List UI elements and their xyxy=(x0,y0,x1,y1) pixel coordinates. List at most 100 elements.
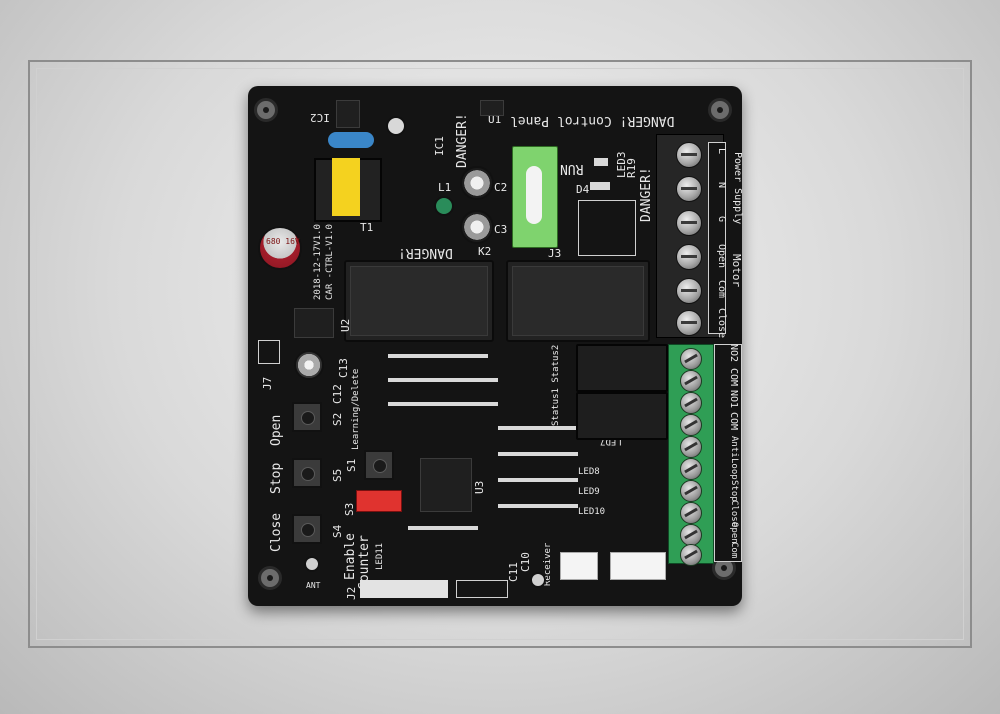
led-run xyxy=(594,158,608,166)
io-label-no1: NO1 xyxy=(728,390,739,409)
terminal-label-plate xyxy=(708,142,726,334)
inductor-l1 xyxy=(434,196,454,216)
chip-u1 xyxy=(480,100,504,116)
led8-label: LED8 xyxy=(578,467,600,477)
diode-d4 xyxy=(590,182,610,190)
transformer-t1 xyxy=(332,158,360,216)
small-capacitor xyxy=(386,116,406,136)
open-button[interactable] xyxy=(292,402,322,432)
dip-switch[interactable] xyxy=(356,490,402,512)
io-screw-1[interactable] xyxy=(680,348,702,370)
io-screw-8[interactable] xyxy=(680,502,702,524)
led9-label: LED9 xyxy=(578,487,600,497)
cap-value: 680 16V xyxy=(266,237,300,246)
relay-big-right xyxy=(506,260,650,342)
io-screw-6[interactable] xyxy=(680,458,702,480)
io-label-plate xyxy=(714,344,742,562)
mounting-hole-bottom-left xyxy=(258,566,282,590)
j3-label: J3 xyxy=(548,247,562,260)
terminal-screw-n[interactable] xyxy=(676,176,702,202)
status-label: Status1 Status2 xyxy=(551,344,561,426)
close-label: Close xyxy=(269,512,284,552)
capacitor-680uf xyxy=(258,226,302,270)
version-line-2: CAR -CTRL-V1.0 xyxy=(325,224,335,300)
smd-row-4 xyxy=(498,426,578,430)
relay-small-bottom xyxy=(576,392,668,440)
t1-label: T1 xyxy=(360,221,374,234)
close-button[interactable] xyxy=(292,514,322,544)
s3-label: S3 xyxy=(343,502,356,516)
j7-label: J7 xyxy=(261,376,274,390)
connector-j7 xyxy=(258,340,280,364)
enable-label: Enable xyxy=(343,533,358,580)
u1-label: U1 xyxy=(488,113,502,126)
mounting-hole-top-left xyxy=(254,98,278,122)
terminal-screw-close[interactable] xyxy=(676,310,702,336)
j2-pad-strip xyxy=(360,580,448,598)
io-screw-5[interactable] xyxy=(680,436,702,458)
receiver-header-2[interactable] xyxy=(610,552,666,580)
capacitor-c11 xyxy=(530,572,546,588)
blue-capacitor xyxy=(328,132,374,148)
capacitor-c2 xyxy=(460,166,494,200)
s1-label: S1 xyxy=(345,458,358,472)
terminal-screw-com[interactable] xyxy=(676,278,702,304)
j2-label: J2 xyxy=(345,586,358,600)
terminal-label-open: Open xyxy=(716,244,727,269)
mounting-hole-top-right xyxy=(708,98,732,122)
terminal-label-close: Close xyxy=(716,308,727,339)
s2-label: S2 xyxy=(331,412,344,426)
io-screw-7[interactable] xyxy=(680,480,702,502)
io-label-open: Open xyxy=(729,522,739,544)
fuse xyxy=(526,166,542,224)
circuit-board: DANGER! Control Panel U1 IC2 T1 680 16V … xyxy=(248,86,743,606)
receiver-header-1[interactable] xyxy=(560,552,598,580)
s4-label: S4 xyxy=(331,524,344,538)
terminal-screw-open[interactable] xyxy=(676,244,702,270)
smd-row-2 xyxy=(388,378,498,382)
terminal-screw-l[interactable] xyxy=(676,142,702,168)
u2-label: U2 xyxy=(339,318,352,332)
r19-label: R19 xyxy=(625,158,638,178)
c3-label: C3 xyxy=(494,223,508,236)
k2-label: K2 xyxy=(478,245,492,258)
io-label-stop: Stop xyxy=(729,480,739,502)
io-label-com-3: Com xyxy=(729,542,739,559)
l1-label: L1 xyxy=(438,181,452,194)
s5-label: S5 xyxy=(331,468,344,482)
danger-label-right: DANGER! xyxy=(639,167,654,222)
chip-u2 xyxy=(294,308,334,338)
smd-row-7 xyxy=(498,504,578,508)
d4-label: D4 xyxy=(576,183,590,196)
open-label: Open xyxy=(269,414,284,446)
relay-small-top xyxy=(576,344,668,392)
io-label-com-1: COM xyxy=(728,368,739,387)
power-supply-label: Power Supply xyxy=(732,152,743,225)
io-screw-10[interactable] xyxy=(680,544,702,566)
terminal-label-l: L xyxy=(716,148,727,155)
io-screw-4[interactable] xyxy=(680,414,702,436)
chip-ic2 xyxy=(336,100,360,128)
io-screw-9[interactable] xyxy=(680,524,702,546)
learning-label: Learning/Delete xyxy=(351,368,361,450)
capacitor-c3 xyxy=(460,210,494,244)
c2-label: C2 xyxy=(494,181,508,194)
version-line-1: 2018-12-17V1.0 xyxy=(313,224,323,300)
photo-frame-outer xyxy=(28,60,972,648)
terminal-label-n: N xyxy=(716,182,727,189)
photo-frame-inner xyxy=(36,68,964,640)
io-label-loop: Loop xyxy=(729,458,739,480)
io-screw-3[interactable] xyxy=(680,392,702,414)
antenna-pad xyxy=(304,556,320,572)
c13-label: C13 xyxy=(337,358,350,378)
terminal-screw-g[interactable] xyxy=(676,210,702,236)
terminal-label-com: Com xyxy=(716,280,727,299)
learn-button[interactable] xyxy=(364,450,394,480)
smd-row-1 xyxy=(388,354,488,358)
motor-label: Motor xyxy=(730,254,743,288)
smd-row-5 xyxy=(498,452,578,456)
relay-outline xyxy=(578,200,636,256)
io-screw-2[interactable] xyxy=(680,370,702,392)
chip-u3 xyxy=(420,458,472,512)
stop-button[interactable] xyxy=(292,458,322,488)
